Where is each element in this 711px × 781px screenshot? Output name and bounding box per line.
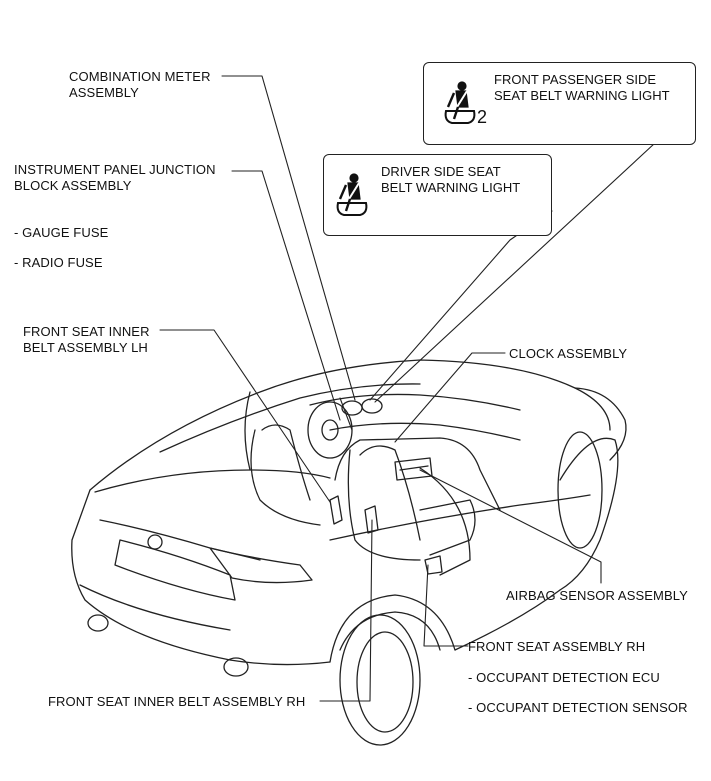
callout-passenger-icon-suffix: 2: [477, 107, 487, 125]
label-front-seat-inner-belt-lh-line1: FRONT SEAT INNER: [23, 324, 150, 339]
seatbelt-warning-icon: [336, 173, 368, 216]
label-front-seat-inner-belt-lh: FRONT SEAT INNER BELT ASSEMBLY LH: [23, 324, 150, 356]
callout-passenger-seatbelt-light: 2 FRONT PASSENGER SIDE SEAT BELT WARNING…: [423, 62, 696, 145]
car-outline: [71, 359, 627, 746]
label-front-seat-inner-belt-lh-line2: BELT ASSEMBLY LH: [23, 340, 148, 355]
label-combination-meter: COMBINATION METER ASSEMBLY: [69, 69, 211, 101]
label-front-seat-rh: FRONT SEAT ASSEMBLY RH: [468, 639, 646, 654]
label-occupant-sensor: - OCCUPANT DETECTION SENSOR: [468, 700, 688, 715]
label-gauge-fuse: - GAUGE FUSE: [14, 225, 109, 240]
callout-driver-line2: BELT WARNING LIGHT: [381, 180, 521, 195]
seatbelt-warning-icon: 2: [444, 81, 487, 125]
callout-driver-line1: DRIVER SIDE SEAT: [381, 164, 501, 179]
callout-passenger-line1: FRONT PASSENGER SIDE: [494, 72, 657, 87]
callout-driver-seatbelt-light: DRIVER SIDE SEAT BELT WARNING LIGHT: [323, 154, 552, 236]
label-airbag-sensor: AIRBAG SENSOR ASSEMBLY: [506, 588, 688, 603]
label-instrument-panel-line1: INSTRUMENT PANEL JUNCTION: [14, 162, 216, 177]
label-occupant-ecu: - OCCUPANT DETECTION ECU: [468, 670, 660, 685]
label-instrument-panel-line2: BLOCK ASSEMBLY: [14, 178, 132, 193]
callout-passenger-line2: SEAT BELT WARNING LIGHT: [494, 88, 670, 103]
label-combination-meter-line1: COMBINATION METER: [69, 69, 211, 84]
label-combination-meter-line2: ASSEMBLY: [69, 85, 139, 100]
label-instrument-panel: INSTRUMENT PANEL JUNCTION BLOCK ASSEMBLY: [14, 162, 216, 194]
label-radio-fuse: - RADIO FUSE: [14, 255, 103, 270]
label-front-seat-inner-belt-rh: FRONT SEAT INNER BELT ASSEMBLY RH: [48, 694, 306, 709]
label-clock-assembly: CLOCK ASSEMBLY: [509, 346, 628, 361]
